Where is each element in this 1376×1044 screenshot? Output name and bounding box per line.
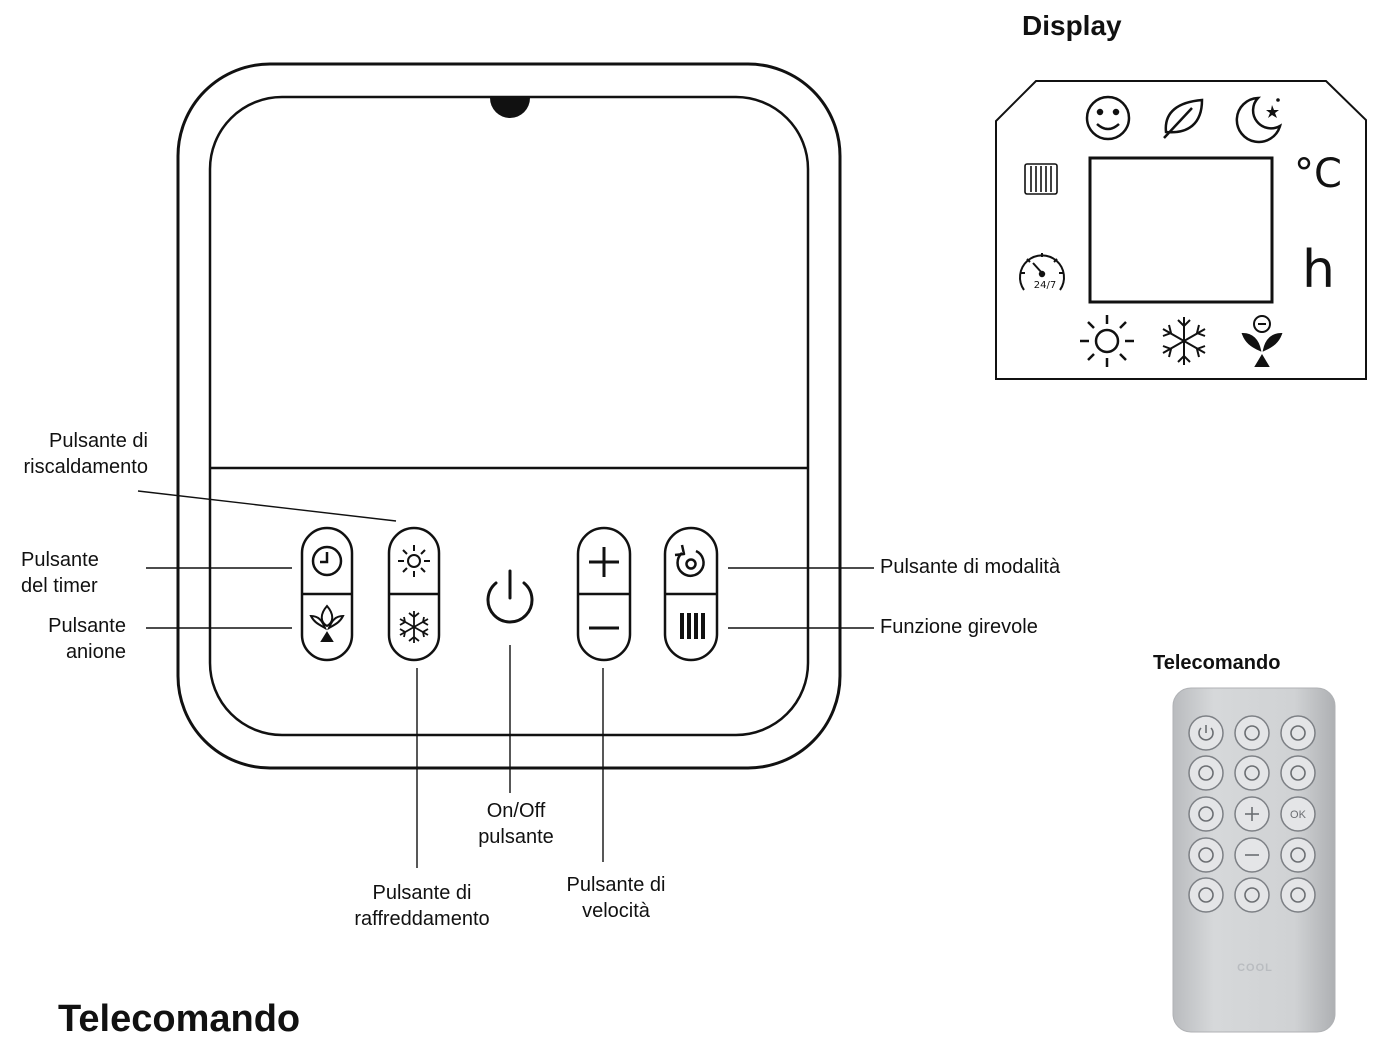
remote-ok-label: OK <box>1290 809 1307 821</box>
remote-fan-icon <box>1244 725 1260 741</box>
remote-minus-button[interactable] <box>1234 837 1270 873</box>
power-icon <box>486 569 534 624</box>
section-heading: Telecomando <box>58 998 301 1040</box>
thermostat-outer-frame <box>176 62 842 770</box>
remote-power-button[interactable] <box>1188 715 1224 751</box>
remote-plus-button[interactable] <box>1234 796 1270 832</box>
remote-button-grid: OK <box>1188 715 1316 913</box>
cool-button[interactable] <box>399 611 429 643</box>
remote-speed-button[interactable] <box>1188 837 1224 873</box>
leaf-icon <box>1163 98 1204 139</box>
remote-swing-button[interactable] <box>1280 837 1316 873</box>
display-sun-icon <box>1080 315 1134 367</box>
leader-lines <box>137 490 874 868</box>
speed-plus-button[interactable] <box>589 547 619 577</box>
remote-timer-icon <box>1290 765 1306 781</box>
heater-icon <box>1024 163 1058 195</box>
remote-mode-button[interactable] <box>1188 877 1224 913</box>
celsius-unit: °C <box>1294 151 1342 197</box>
badge-24-7: 24/7 <box>1034 280 1056 291</box>
plus-icon <box>589 547 619 577</box>
smiley-icon <box>1085 95 1131 141</box>
hours-unit: h <box>1302 240 1335 300</box>
display-anion-icon <box>1241 315 1283 367</box>
sensor-notch <box>490 98 530 118</box>
remote-plus-icon <box>1245 807 1259 821</box>
power-button[interactable] <box>486 569 534 624</box>
remote-sleep-icon <box>1244 765 1260 781</box>
swing-button[interactable] <box>680 613 705 639</box>
anion-button[interactable] <box>309 604 345 642</box>
heat-button[interactable] <box>398 545 430 577</box>
label-mode: Pulsante di modalità <box>880 556 1061 578</box>
remote-fan-button[interactable] <box>1234 715 1270 751</box>
remote-swing-icon <box>1290 847 1306 863</box>
remote-anion-icon <box>1198 765 1214 781</box>
label-swing: Funzione girevole <box>880 616 1038 638</box>
mode-icon <box>674 544 705 578</box>
sun-icon <box>398 545 430 577</box>
swing-icon <box>680 613 705 639</box>
remote-heat-icon <box>1244 887 1260 903</box>
gauge-icon <box>1019 253 1065 291</box>
remote-power-icon <box>1198 725 1214 741</box>
display-screen <box>1088 156 1274 304</box>
remote-heat-button[interactable] <box>1234 877 1270 913</box>
remote-anion-button[interactable] <box>1188 755 1224 791</box>
mode-button[interactable] <box>674 544 705 578</box>
remote-eco-icon <box>1290 887 1306 903</box>
thermostat-inner-frame <box>208 95 810 737</box>
remote-temp-icon <box>1198 806 1214 822</box>
clock-icon <box>311 545 343 577</box>
snowflake-icon <box>399 611 429 643</box>
remote-heater-button[interactable] <box>1280 715 1316 751</box>
anion-icon <box>309 604 345 642</box>
remote-brand: COOL <box>1237 962 1273 974</box>
remote-speed-icon <box>1198 847 1214 863</box>
remote-temp-button[interactable] <box>1188 796 1224 832</box>
remote-ok-button[interactable]: OK <box>1280 796 1316 832</box>
remote-sleep-button[interactable] <box>1234 755 1270 791</box>
display-snowflake-icon <box>1162 317 1206 365</box>
moon-icon <box>1235 96 1283 144</box>
remote-mode-icon <box>1198 887 1214 903</box>
remote-heater-icon <box>1290 725 1306 741</box>
timer-button[interactable] <box>311 545 343 577</box>
remote-eco-button[interactable] <box>1280 877 1316 913</box>
display-title: Display <box>1022 10 1122 41</box>
remote-timer-button[interactable] <box>1280 755 1316 791</box>
remote-title: Telecomando <box>1153 652 1281 674</box>
display-frame <box>995 80 1367 380</box>
